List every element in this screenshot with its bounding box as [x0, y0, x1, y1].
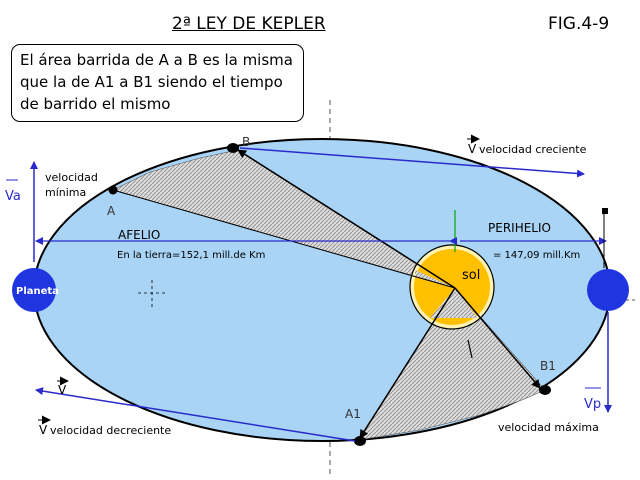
v-decreciente-symbol: V	[39, 423, 48, 437]
planet-aphelion	[12, 268, 56, 312]
sun-label: sol	[462, 268, 480, 283]
label-a: A	[107, 204, 116, 218]
vp-bracket-tip	[602, 208, 608, 214]
note-line-1: El área barrida de A a B es la misma	[20, 51, 293, 69]
va-label: Va	[5, 189, 21, 204]
label-b: B	[242, 135, 250, 149]
planet-perihelion	[587, 269, 629, 311]
velocidad-minima-line2: mínima	[45, 186, 86, 199]
swept-area-a1b1-inner	[430, 288, 478, 318]
vp-label: Vp	[584, 397, 601, 412]
planet-label: Planeta	[16, 286, 59, 297]
explanation-box: El área barrida de A a B es la misma que…	[11, 44, 304, 122]
aphelion-distance: En la tierra=152,1 mill.de Km	[117, 250, 265, 261]
inner-tick	[467, 339, 473, 359]
perihelion-distance: = 147,09 mill.Km	[493, 250, 580, 261]
velocidad-creciente-label: velocidad creciente	[479, 143, 587, 156]
v-creciente-arrow	[239, 147, 585, 178]
radius-to-b	[237, 149, 456, 289]
v-decreciente-v: V	[58, 383, 67, 397]
point-a1	[354, 436, 366, 446]
v-creciente-symbol: V	[468, 142, 477, 156]
v-decreciente-arrow	[35, 387, 356, 442]
note-line-2: que la de A1 a B1 siendo el tiempo	[20, 73, 283, 91]
velocidad-minima-line1: velocidad	[45, 171, 98, 184]
aphelion-label: AFELIO	[118, 228, 160, 242]
velocidad-decreciente-label: velocidad decreciente	[50, 424, 171, 437]
point-b1	[539, 385, 551, 395]
diagram-title: 2ª LEY DE KEPLER	[172, 14, 326, 34]
radius-to-a1	[359, 287, 456, 439]
radius-to-b1	[454, 287, 541, 389]
point-a	[108, 185, 118, 195]
label-b1: B1	[540, 359, 556, 373]
point-b	[227, 143, 239, 153]
velocidad-maxima-label: velocidad máxima	[498, 421, 599, 434]
label-a1: A1	[345, 407, 361, 421]
note-line-3: de barrido el mismo	[20, 95, 171, 113]
figure-number: FIG.4-9	[548, 14, 610, 34]
swept-area-ab-inner	[415, 270, 455, 288]
perihelion-label: PERIHELIO	[488, 221, 551, 235]
